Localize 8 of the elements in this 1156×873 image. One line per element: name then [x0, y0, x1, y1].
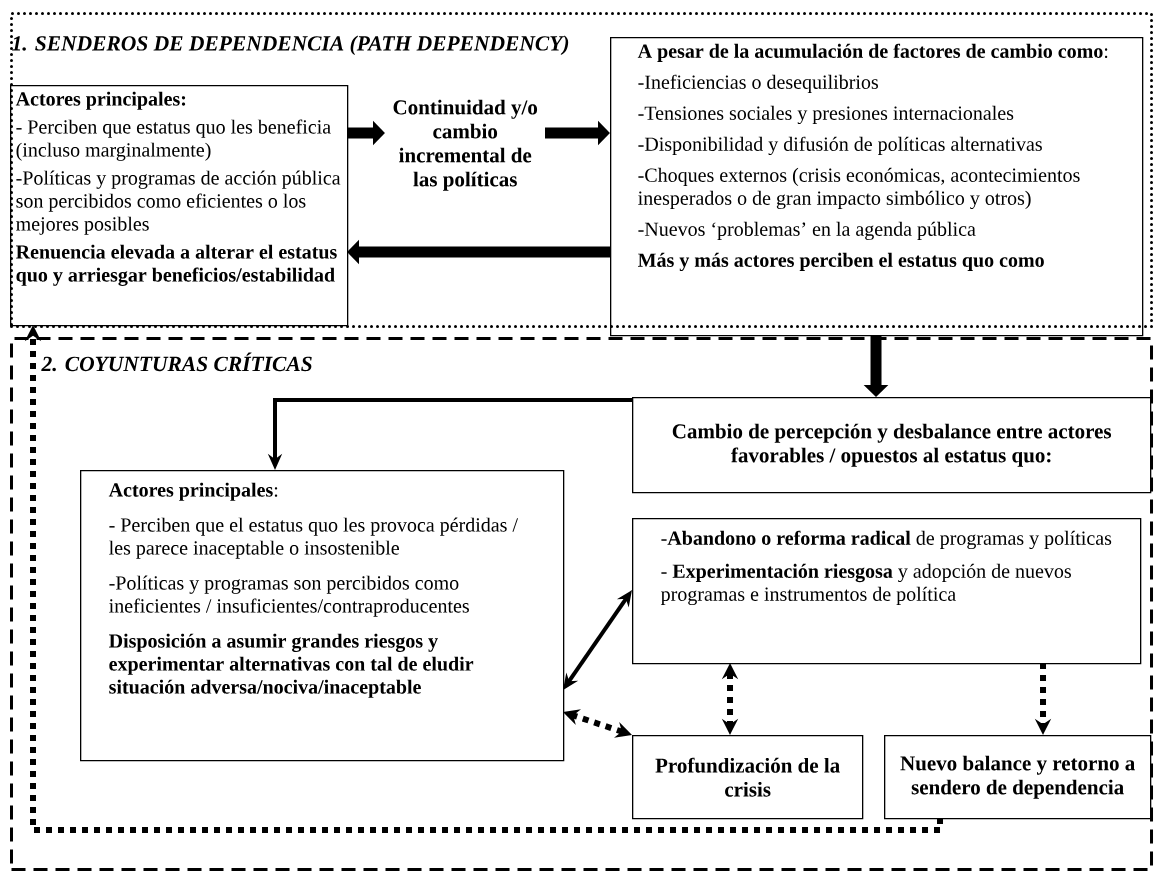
text-box: Nuevo balance y retorno a sendero de dependencia	[884, 735, 1152, 820]
text-box: Cambio de percepción y desbalance entre actores favorables / opuestos al estatus quo:	[632, 397, 1152, 494]
text-box: Actores principales: - Perciben que estatus quo les beneficia (incluso marginalmente) -Políticas y programas de acción pública son percibidos como eficientes o los mejores posibles Renuencia elevada a alterar el estatus quo y arriesgar beneficios/estabilidad	[10, 85, 349, 327]
bold-text: Continuidad y/o cambio incremental de las políticas	[393, 99, 538, 191]
text-box: -Abandono o reforma radical de programas y políticas - Experimentación riesgosa y adopción de nuevos programas e instrumentos de política	[632, 518, 1142, 665]
text-box: A pesar de la acumulación de factores de cambio como: -Ineficiencias o desequilibrios -Tensiones sociales y presiones internacionales -Disponibilidad y difusión de políticas alternativas -Choques externos (crisis económicas, acontecimientos inesperados o de gran impacto simbólico y otros) -Nuevos ‘problemas’ en la agenda pública Más y más actores perciben el estatus quo como	[610, 37, 1144, 337]
text-box: Actores principales: - Perciben que el estatus quo les provoca pérdidas / les parece inaceptable o insostenible -Políticas y programas son percibidos como ineficientes / insuficientes/contraproducentes Disposición a asumir grandes riesgos y experimentar alternativas con tal de eludir situación adversa/nociva/inaceptable	[80, 470, 565, 762]
text-box: Profundización de la crisis	[632, 735, 864, 820]
